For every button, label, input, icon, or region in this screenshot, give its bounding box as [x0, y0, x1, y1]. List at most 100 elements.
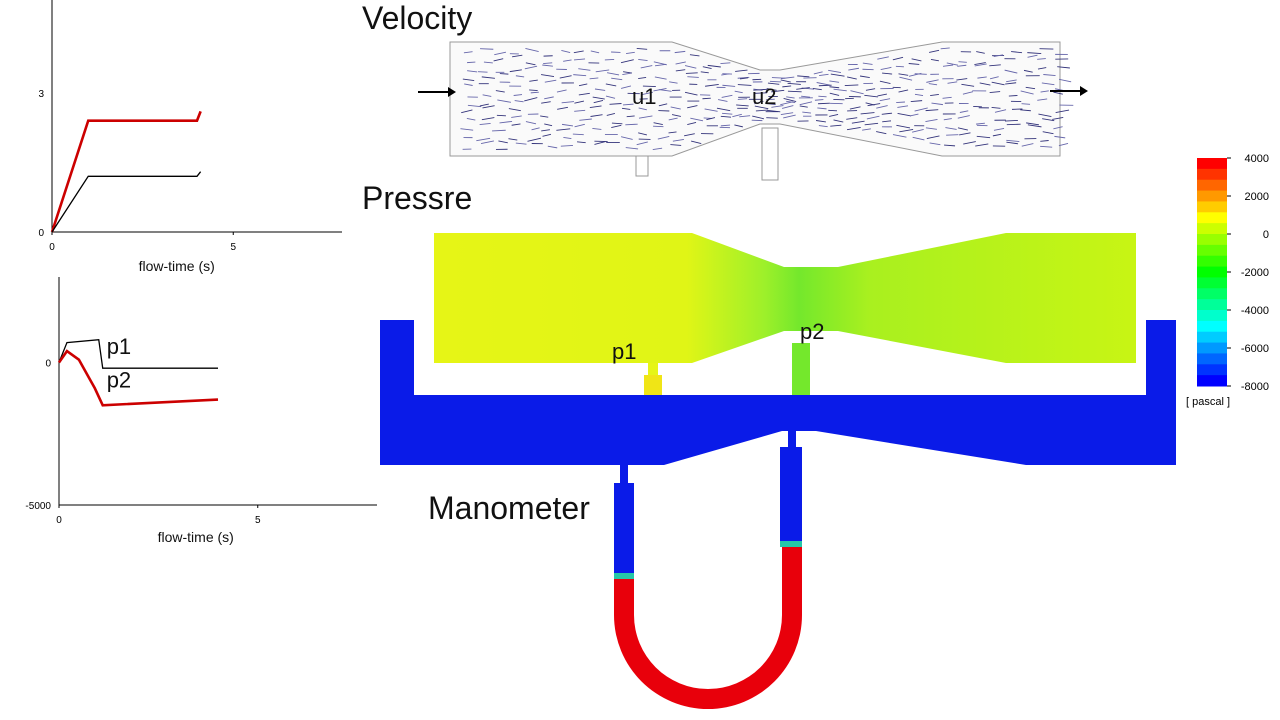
velocity-vector [1052, 117, 1064, 120]
velocity-vector [704, 108, 718, 112]
colorbar-segment [1197, 168, 1227, 181]
velocity-vector [556, 89, 567, 93]
velocity-vector [1055, 109, 1070, 114]
velocity-vector [771, 89, 785, 93]
velocity-vector [859, 75, 870, 79]
velocity-vector [783, 114, 796, 119]
velocity-vector [849, 106, 861, 110]
velocity-vector [657, 136, 670, 140]
velocity-vector [876, 131, 887, 135]
velocity-vector [606, 112, 616, 116]
colorbar-segment [1197, 179, 1227, 192]
velocity-vector [626, 115, 635, 118]
velocity-vector [718, 99, 728, 102]
manometer-left-leg-blue [614, 483, 634, 579]
velocity-vector [879, 80, 891, 84]
velocity-vector [524, 97, 538, 102]
velocity-vector [1025, 86, 1036, 90]
velocity-vector [636, 47, 648, 50]
velocity-vector [817, 107, 827, 110]
velocity-vector [540, 115, 549, 118]
velocity-vector [1006, 139, 1020, 142]
velocity-vector [702, 97, 711, 100]
velocity-vector [1008, 95, 1018, 97]
velocity-vector [689, 54, 700, 57]
colorbar-tick-label: -2000 [1241, 267, 1269, 279]
velocity-vector [467, 70, 478, 73]
velocity-vector [769, 80, 782, 83]
velocity-vector [1054, 135, 1066, 139]
velocity-vector [638, 76, 647, 79]
velocity-vector [862, 128, 871, 131]
velocity-vector [481, 76, 495, 79]
velocity-vector [625, 123, 638, 126]
velocity-vector [896, 101, 905, 103]
velocity-vector [559, 75, 572, 79]
velocity-vector [658, 103, 668, 107]
velocity-vector [739, 115, 751, 118]
velocity-vector [668, 131, 677, 134]
velocity-vector [929, 142, 941, 146]
velocity-vector [594, 88, 606, 91]
pressure-tap-p1-base [644, 375, 662, 395]
velocity-vector [947, 81, 958, 84]
velocity-vector [636, 141, 648, 146]
velocity-tap-1 [635, 155, 649, 177]
velocity-vector [912, 128, 924, 133]
velocity-vector [925, 119, 938, 123]
velocity-vector [974, 63, 987, 67]
velocity-vector [461, 109, 473, 114]
velocity-vector [684, 91, 698, 96]
velocity-vector [818, 102, 830, 105]
colorbar-segment [1197, 353, 1227, 365]
velocity-vector [542, 64, 553, 67]
velocity-vector [653, 125, 664, 128]
velocity-vector [1037, 98, 1048, 101]
velocity-vector [976, 135, 991, 139]
velocity-vector [1053, 126, 1063, 130]
velocity-vector [467, 61, 476, 64]
velocity-vector [975, 143, 989, 147]
colorbar-tick-label: 4000 [1245, 153, 1269, 165]
velocity-vector [991, 81, 1005, 86]
manometer-right-interface [780, 541, 802, 547]
velocity-vector [642, 91, 654, 95]
velocity-vector [508, 138, 518, 141]
manometer-left-stem [620, 465, 628, 483]
velocity-diagram: u1 u2 [418, 41, 1088, 181]
velocity-vector [577, 141, 586, 144]
chart-series-label-p1: p1 [107, 334, 131, 359]
velocity-vector [846, 117, 858, 120]
velocity-vector [481, 117, 495, 121]
velocity-vector [739, 77, 749, 80]
velocity-vector [512, 54, 523, 58]
colorbar-segment [1197, 266, 1227, 278]
velocity-vector [561, 101, 575, 104]
velocity-vector [766, 117, 778, 119]
outlet-arrow-head [1080, 86, 1088, 96]
velocity-vector [736, 104, 749, 107]
velocity-vector [515, 75, 525, 78]
velocity-vector [572, 133, 584, 136]
velocity-vector [498, 140, 508, 144]
velocity-vector [1021, 143, 1034, 147]
velocity-vector [590, 114, 603, 117]
velocity-vector [780, 101, 794, 106]
colorbar-tick-label: 0 [1263, 229, 1269, 241]
velocity-vector [860, 112, 875, 115]
velocity-vector [541, 101, 551, 104]
velocity-vector [463, 51, 473, 54]
velocity-vector [1057, 66, 1070, 69]
velocity-vector [511, 123, 521, 126]
velocity-vector [945, 127, 957, 130]
velocity-vector [877, 93, 887, 97]
velocity-vector [529, 89, 538, 91]
velocity-vector [511, 115, 522, 118]
velocity-vector [626, 51, 635, 54]
velocity-vector [914, 73, 927, 75]
velocity-vector [670, 144, 682, 146]
velocity-vector [560, 145, 573, 147]
velocity-vector [926, 79, 939, 83]
velocity-vector [483, 61, 493, 64]
